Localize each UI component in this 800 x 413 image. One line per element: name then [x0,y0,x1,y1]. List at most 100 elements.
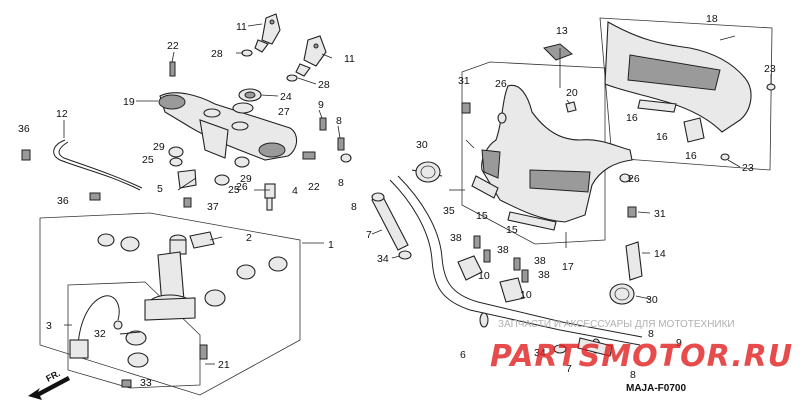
callout-22: 22 [167,40,179,52]
bolt-31 [461,102,471,114]
callout-labels: 11 11 22 28 28 24 27 19 12 36 36 9 8 8 8… [18,13,776,389]
callout-30: 30 [416,139,428,151]
switch-part-lower [295,35,327,77]
bolt-9 [319,117,327,131]
callout-25: 25 [142,154,154,166]
callout-1: 1 [328,239,334,251]
callout-31b: 31 [654,208,666,220]
callout-9b: 9 [676,337,682,349]
callout-8e: 8 [630,369,636,381]
bolt-21 [199,344,208,360]
callout-15: 15 [476,210,488,222]
clamp-part-5 [168,146,250,208]
ignition-switch-part [144,231,215,321]
bolt-31b [627,206,637,218]
callout-26c: 26 [628,173,640,185]
callout-26b: 26 [495,78,507,90]
callout-6: 6 [460,349,466,361]
watermark-text: ЗАПЧАСТИ И АКСЕССУАРЫ ДЛЯ МОТОТЕХНИКИ [498,319,735,330]
callout-11b: 11 [344,53,355,65]
band-30b [609,283,635,305]
callout-38d: 38 [538,269,550,281]
cover-part-13 [543,43,573,61]
callout-31: 31 [458,75,470,87]
callout-24: 24 [280,91,292,103]
bar-end-weight-7 [371,192,409,251]
clip-part-20 [565,101,577,113]
callout-25b: 25 [228,184,240,196]
site-logo: PARTSMOTOR.RU [490,339,793,374]
callout-8: 8 [336,115,342,127]
callout-7b: 7 [566,363,572,375]
callout-34: 34 [377,253,389,265]
callout-28: 28 [211,48,223,60]
callout-4: 4 [292,185,298,197]
callout-10b: 10 [520,289,532,301]
callout-28b: 28 [318,79,330,91]
wire-12-b [58,141,143,189]
callout-37: 37 [207,201,219,213]
callout-32: 32 [94,328,106,340]
bolt-22b [302,151,316,160]
callout-38c: 38 [534,255,546,267]
callout-8d: 8 [648,328,654,340]
callout-19: 19 [123,96,135,108]
callout-29: 29 [153,141,165,153]
bolt-22 [169,61,176,77]
callout-21: 21 [218,359,230,371]
group-outline-fairing [461,61,606,245]
callout-8c: 8 [351,201,357,213]
group-outline-harness [67,281,201,389]
washer-28b [286,74,298,82]
callout-8b: 8 [338,177,344,189]
callout-2: 2 [246,232,252,244]
holder-part-10 [457,235,529,303]
callout-3: 3 [46,320,52,332]
callout-13: 13 [556,25,568,37]
callout-15b: 15 [506,224,518,236]
callout-23: 23 [764,63,776,75]
switch-part-upper [254,13,281,53]
callout-35: 35 [443,205,455,217]
bolt-33 [121,379,132,388]
front-direction-arrow-icon: FR. [28,368,70,400]
callout-36b: 36 [57,195,69,207]
callout-11: 11 [236,21,247,33]
group-outline-lock-set [39,212,301,396]
screen-frame-part-18 [604,21,776,161]
callout-27: 27 [278,106,290,118]
callout-36: 36 [18,123,30,135]
callout-23b: 23 [742,162,754,174]
callout-7: 7 [366,229,372,241]
callout-5: 5 [157,183,163,195]
callout-14: 14 [654,248,666,260]
harness-part-3 [69,295,123,359]
washer-28 [241,49,253,57]
callout-9: 9 [318,99,324,111]
grip-end-34b [553,344,567,354]
callout-10: 10 [478,270,490,282]
callout-26: 26 [236,181,248,193]
grip-end-34 [398,250,412,260]
stem-nut-part [232,88,262,114]
callout-20: 20 [566,87,578,99]
grommet-26 [497,112,507,124]
callout-30b: 30 [646,294,658,306]
callout-18: 18 [706,13,718,25]
bar-end-weight-7b [577,337,613,357]
callout-16c: 16 [685,150,697,162]
lock-cylinders [97,233,288,368]
screw-32 [119,331,141,335]
key-part-4 [264,183,276,211]
callout-34b: 34 [534,347,546,359]
callout-16b: 16 [656,131,668,143]
bolt-36 [21,149,31,161]
diagram-code: MAJA-F0700 [626,383,686,394]
nut-8 [340,153,352,163]
meter-panel-part-17 [471,84,633,231]
wire-12 [53,139,141,191]
top-bridge-part [158,92,298,161]
group-outline-windscreen [599,17,773,171]
